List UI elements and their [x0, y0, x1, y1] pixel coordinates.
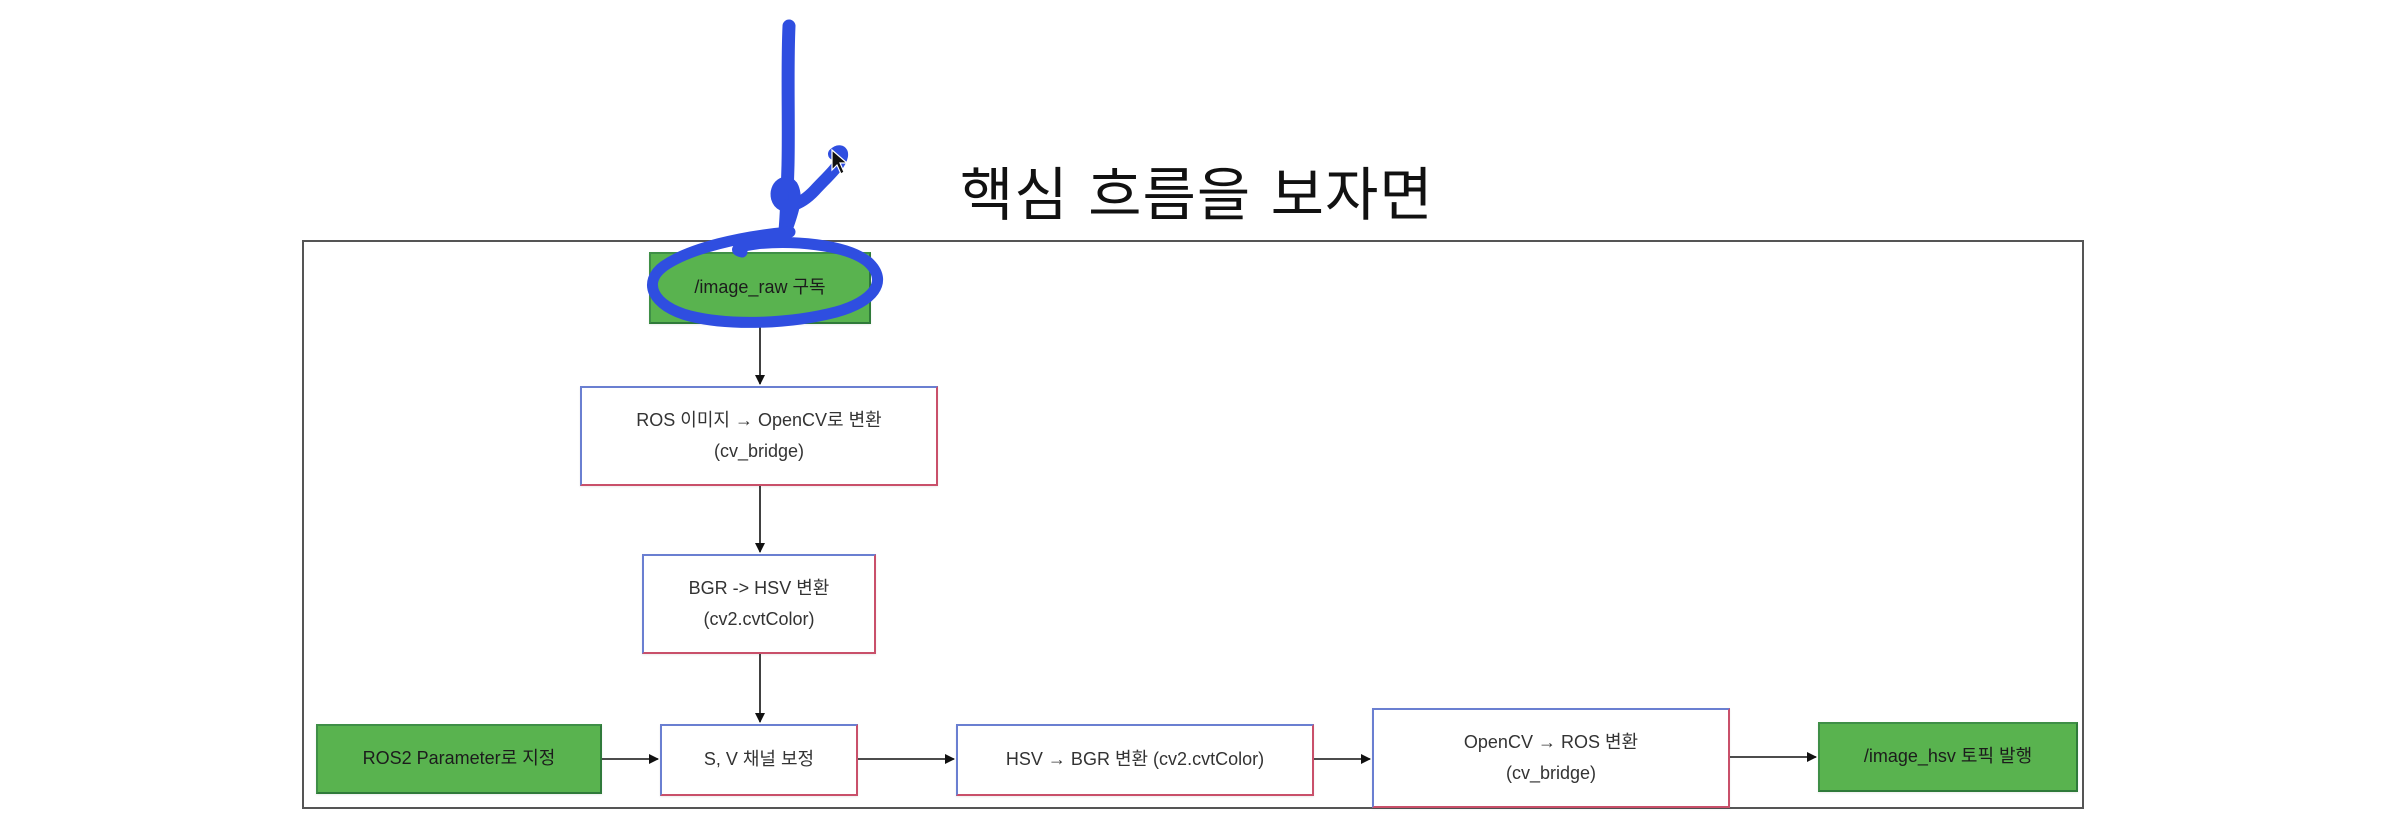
- node-ros-to-opencv: ROS 이미지 → OpenCV로 변환 (cv_bridge): [580, 386, 938, 486]
- node-ros2-parameter-label: ROS2 Parameter로 지정: [362, 748, 556, 769]
- annotation-circle-stroke: [647, 226, 884, 328]
- cursor-arrow-icon: [831, 148, 849, 175]
- node-hsv-to-bgr: HSV → BGR 변환 (cv2.cvtColor): [956, 724, 1314, 796]
- node-ros-to-opencv-line2: (cv_bridge): [713, 441, 805, 461]
- annotation-arrow-head: [770, 145, 849, 244]
- node-bgr-to-hsv-line1: BGR -> HSV 변환: [688, 577, 830, 598]
- slide-heading: 핵심 흐름을 보자면: [960, 161, 1434, 229]
- node-opencv-to-ros-line2: (cv_bridge): [1505, 763, 1597, 783]
- node-ros-to-opencv-line1: ROS 이미지 → OpenCV로 변환: [636, 409, 882, 430]
- node-bgr-to-hsv: BGR -> HSV 변환 (cv2.cvtColor): [642, 554, 876, 654]
- node-opencv-to-ros: OpenCV → ROS 변환 (cv_bridge): [1372, 708, 1730, 808]
- node-hsv-to-bgr-label: HSV → BGR 변환 (cv2.cvtColor): [1005, 749, 1265, 770]
- node-publish-image-hsv-label: /image_hsv 토픽 발행: [1863, 746, 2033, 767]
- node-sv-channel-correction: S, V 채널 보정: [660, 724, 858, 796]
- flowchart-frame: [302, 240, 2084, 809]
- node-publish-image-hsv: /image_hsv 토픽 발행: [1818, 722, 2078, 792]
- node-bgr-to-hsv-line2: (cv2.cvtColor): [703, 609, 815, 629]
- node-subscribe-label: /image_raw 구독: [694, 277, 826, 298]
- node-opencv-to-ros-line1: OpenCV → ROS 변환: [1463, 731, 1639, 752]
- node-ros2-parameter: ROS2 Parameter로 지정: [316, 724, 602, 794]
- node-sv-channel-correction-label: S, V 채널 보정: [703, 749, 815, 770]
